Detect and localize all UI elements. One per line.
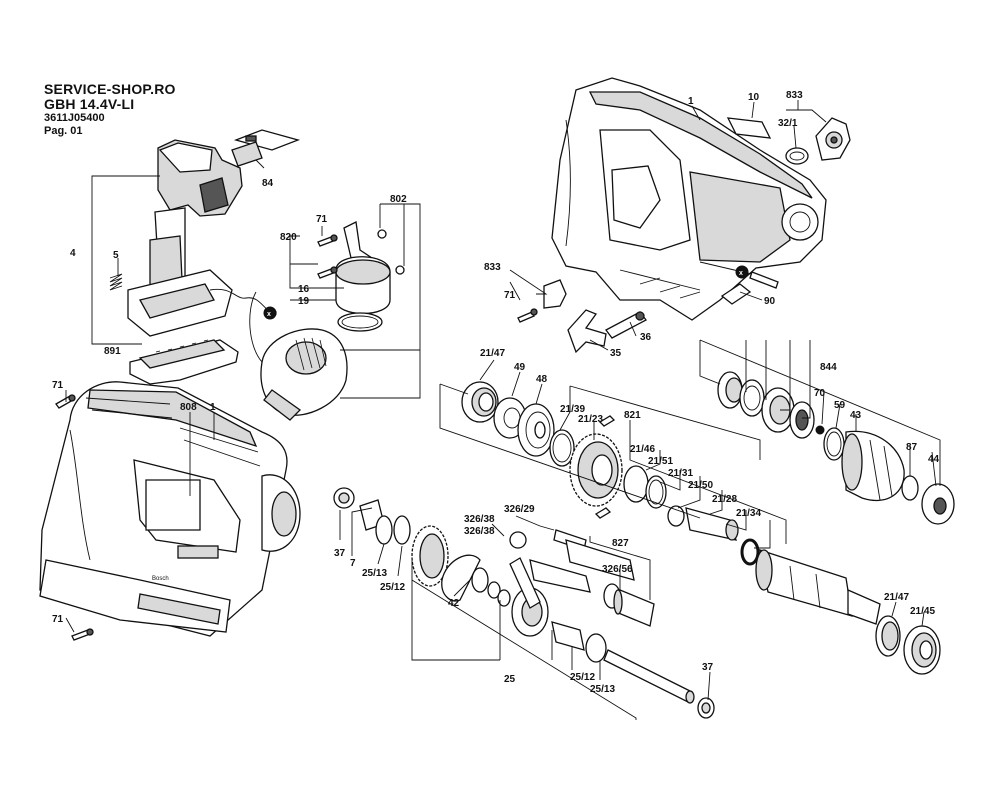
lever-35-36 [567,309,647,354]
motor-assembly [249,291,348,421]
gear-21-23 [569,415,623,519]
svg-text:x: x [739,270,743,277]
leader-lines [65,100,941,720]
disc-48 [517,403,555,457]
slide-90: x [720,265,779,305]
page-number: Pag. 01 [44,125,83,137]
label-820: 820 [280,232,297,243]
pcb-bracket [231,129,301,167]
label-326-38-b: 326/38 [464,526,495,537]
label-4: 4 [70,248,76,259]
switch-833 [517,279,567,323]
label-70: 70 [814,388,826,399]
label-90: 90 [764,296,776,307]
label-844: 844 [820,362,837,373]
gear-shaft-parts [333,487,715,719]
label-1-a: 1 [210,402,216,413]
label-821: 821 [624,410,641,421]
model-name: GBH 14.4V-LI [44,96,135,112]
label-42: 42 [448,598,460,609]
label-25: 25 [504,674,516,685]
housing-half-1 [551,77,827,321]
label-16: 16 [298,284,310,295]
label-44: 44 [928,454,940,465]
label-48: 48 [536,374,548,385]
tool-holder-parts [717,371,955,525]
bracket-820 [335,221,405,332]
assembled-housing: Bosch [39,381,301,637]
label-891: 891 [104,346,121,357]
label-326-56: 326/56 [602,564,633,575]
label-25-12-b: 25/12 [570,672,595,683]
label-71-d: 71 [504,290,516,301]
label-21-45: 21/45 [910,606,935,617]
bearing-21-45 [903,625,941,675]
piston-827 [565,539,655,627]
label-21-31: 21/31 [668,468,693,479]
label-32-1: 32/1 [778,118,798,129]
label-37-a: 37 [334,548,346,559]
bearing-21-47 [461,381,499,423]
bearing-21-47-right [875,615,901,657]
ring-21-39 [549,429,575,467]
label-21-34: 21/34 [736,508,761,519]
label-19: 19 [298,296,310,307]
label-43: 43 [850,410,862,421]
ring-21-46-51 [623,465,667,509]
diagram-header: SERVICE-SHOP.RO GBH 14.4V-LI 3611J05400 … [44,82,176,137]
label-10: 10 [748,92,760,103]
label-37-b: 37 [702,662,714,673]
knob-833 [785,117,851,165]
label-59: 59 [834,400,846,411]
label-21-28: 21/28 [712,494,737,505]
connecting-wire-x: x [263,306,277,320]
label-35: 35 [610,348,622,359]
label-71-b: 71 [52,380,64,391]
label-25-13-a: 25/13 [362,568,387,579]
label-326-38-a: 326/38 [464,514,495,525]
label-84: 84 [262,178,274,189]
battery-contact-plate [129,339,239,385]
label-87: 87 [906,442,918,453]
label-802: 802 [390,194,407,205]
part-code: 3611J05400 [44,112,105,124]
spring-5 [109,273,123,291]
label-21-47-b: 21/47 [884,592,909,603]
label-833-b: 833 [484,262,501,273]
guide-tube [755,549,881,625]
nameplate-10 [726,117,772,139]
label-21-50: 21/50 [688,480,713,491]
svg-text:Bosch: Bosch [152,576,169,582]
label-36: 36 [640,332,652,343]
label-833-a: 833 [786,90,803,101]
label-25-13-b: 25/13 [590,684,615,695]
switch-assembly [127,139,277,337]
label-71-a: 71 [316,214,328,225]
shop-name: SERVICE-SHOP.RO [44,81,176,97]
label-326-29: 326/29 [504,504,535,515]
label-7: 7 [350,558,356,569]
ring-21-34 [740,538,760,566]
label-49: 49 [514,362,526,373]
label-21-23: 21/23 [578,414,603,425]
screws-71-top [317,234,338,279]
label-21-47-a: 21/47 [480,348,505,359]
label-25-12-a: 25/12 [380,582,405,593]
label-21-51: 21/51 [648,456,673,467]
label-71-c: 71 [52,614,64,625]
label-1-b: 1 [688,96,694,107]
screws-71-left [55,394,94,641]
label-827: 827 [612,538,629,549]
clutch-21-31-50 [667,505,739,541]
label-21-39: 21/39 [560,404,585,415]
label-5: 5 [113,250,119,261]
part-labels: 84 4 5 891 71 820 16 19 802 71 808 1 71 … [52,90,940,695]
svg-text:x: x [267,311,271,318]
label-808: 808 [180,402,197,413]
label-21-46: 21/46 [630,444,655,455]
